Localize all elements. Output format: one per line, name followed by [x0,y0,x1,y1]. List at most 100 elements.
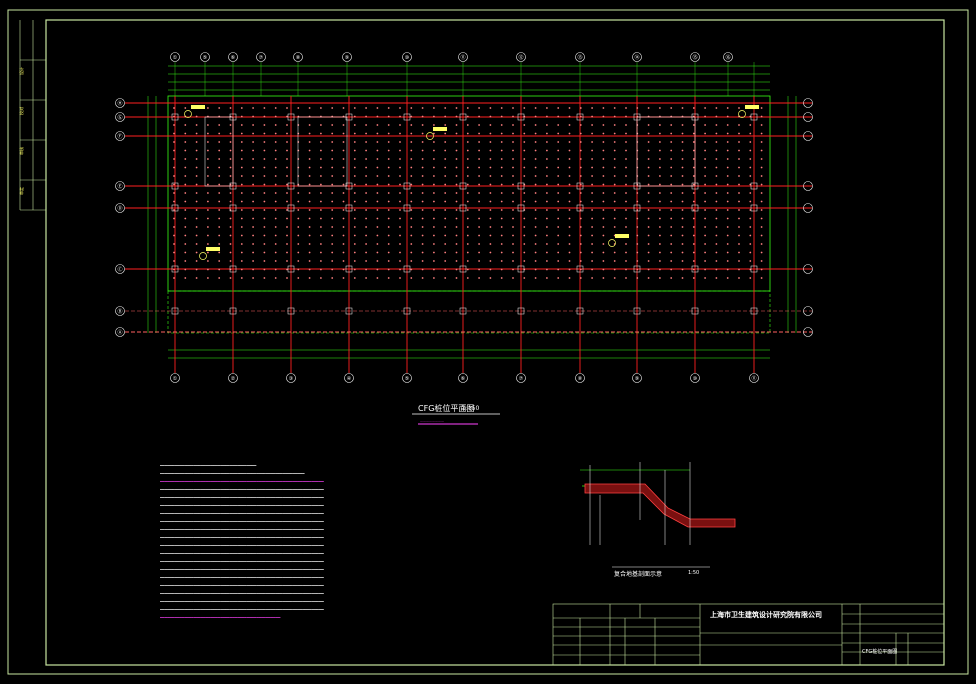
cfg-pile [534,268,537,271]
cfg-pile [704,175,706,177]
grid-bubble-top [402,52,412,62]
grid-label-top: ⑮ [692,54,697,61]
cfg-pile [184,158,187,160]
cfg-pile [625,200,627,203]
cfg-pile [433,132,435,135]
cfg-pile [568,192,571,194]
cfg-pile [647,209,650,211]
sheet-name: CFG桩位平面图 [862,649,898,655]
cfg-pile [433,183,435,186]
cfg-pile [681,158,684,160]
cfg-pile [444,107,447,109]
cfg-pile [726,158,729,160]
column-cap [287,307,295,315]
cfg-pile [726,226,729,228]
cfg-pile [670,209,673,211]
cfg-pile [173,243,175,245]
cfg-pile [308,209,311,211]
cfg-pile [500,260,503,262]
cfg-pile [410,107,413,109]
cfg-pile [659,217,661,220]
cfg-pile [252,260,255,262]
cfg-pile [410,260,413,262]
cfg-pile [240,209,243,211]
cfg-pile [297,166,300,169]
cfg-pile [331,192,334,194]
cfg-pile [342,124,345,126]
cfg-pile [500,226,503,228]
cfg-pile [625,243,627,245]
cfg-pile [591,217,593,220]
cfg-pile [512,141,514,143]
cfg-pile [557,200,560,203]
cfg-pile [738,115,740,118]
cfg-pile [602,251,605,254]
cfg-pile [489,158,492,160]
cfg-pile [421,226,424,228]
cfg-pile [387,260,390,262]
cfg-pile [229,107,232,109]
cfg-pile [353,158,356,160]
cfg-pile [681,192,684,194]
cfg-pile [602,277,605,279]
cfg-pile [433,149,435,152]
cfg-pile [670,158,673,160]
grid-label-bottom: ⑨ [635,376,639,382]
section-title: 复合地基剖面示意 [614,571,663,578]
cfg-pile [579,209,582,211]
cfg-pile [760,166,763,169]
cfg-pile [591,243,593,245]
cfg-pile [579,260,582,262]
grid-label-left: Ⓕ [117,133,122,140]
grid-bubble-left [115,112,125,122]
cfg-pile [715,217,718,220]
cfg-pile [692,107,695,109]
cfg-pile [568,149,571,152]
cfg-pile [376,268,379,271]
cfg-pile [421,124,424,126]
cfg-pile [342,149,345,152]
cfg-pile [568,209,571,211]
cfg-pile [760,209,763,211]
cfg-pile [365,124,367,126]
cfg-pile [512,192,514,194]
cfg-pile [240,251,243,254]
cfg-pile [749,158,752,160]
cfg-pile [240,217,243,220]
grid-label-bottom: ⑪ [751,375,756,382]
cfg-pile [500,141,503,143]
cfg-pile [760,234,763,237]
cfg-pile [444,209,447,211]
column-cap [576,265,584,273]
cfg-pile [421,158,424,160]
test-pile-tag [433,127,447,131]
cfg-pile [297,183,300,186]
cfg-pile [308,268,311,271]
cfg-pile [240,166,243,169]
cfg-pile [681,200,684,203]
cfg-pile [173,209,175,211]
cfg-pile [692,175,695,177]
cfg-pile [625,132,627,135]
grid-label-left: Ⓒ [117,266,122,273]
cfg-pile [421,217,424,220]
cfg-pile [613,166,616,169]
grid-bubble-right [803,306,813,316]
cfg-pile [512,132,514,135]
cfg-pile [568,200,571,203]
cfg-pile [387,115,390,118]
column-cap [691,265,699,273]
cfg-pile [218,175,221,177]
cfg-pile [455,268,458,271]
cfg-pile [534,107,537,109]
cfg-pile [546,209,548,211]
cfg-pile [173,132,175,135]
cfg-pile [184,192,187,194]
cfg-pile [218,141,221,143]
cfg-pile [613,115,616,118]
cfg-pile [263,260,266,262]
column-cap [403,182,411,190]
cfg-pile [534,209,537,211]
cfg-pile [263,158,266,160]
cfg-pile [286,149,288,152]
